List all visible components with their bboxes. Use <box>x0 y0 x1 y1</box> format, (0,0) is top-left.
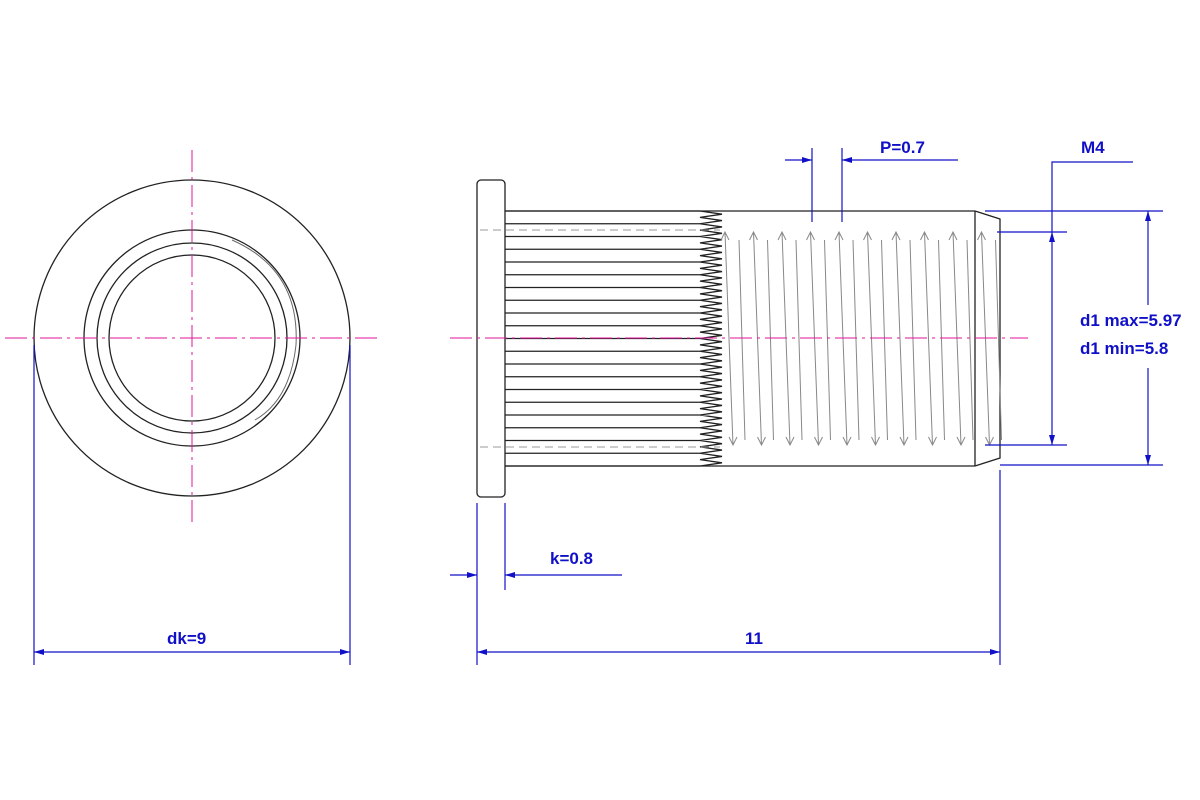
head-diameter-label: dk=9 <box>167 629 206 648</box>
end-view-centerlines <box>5 150 380 525</box>
d1-max-label: d1 max=5.97 <box>1080 311 1182 330</box>
chamfer <box>974 210 1001 467</box>
head-height-label: k=0.8 <box>550 549 593 568</box>
knurl <box>505 210 723 467</box>
dimension-lines <box>33 148 1163 665</box>
d1-min-label: d1 min=5.8 <box>1080 339 1168 358</box>
thread-size-label: M4 <box>1081 138 1105 157</box>
length-label: 11 <box>745 629 763 648</box>
thread-helix-arc <box>231 239 297 421</box>
pitch-label: P=0.7 <box>880 138 925 157</box>
knurl-ridges <box>505 210 723 467</box>
